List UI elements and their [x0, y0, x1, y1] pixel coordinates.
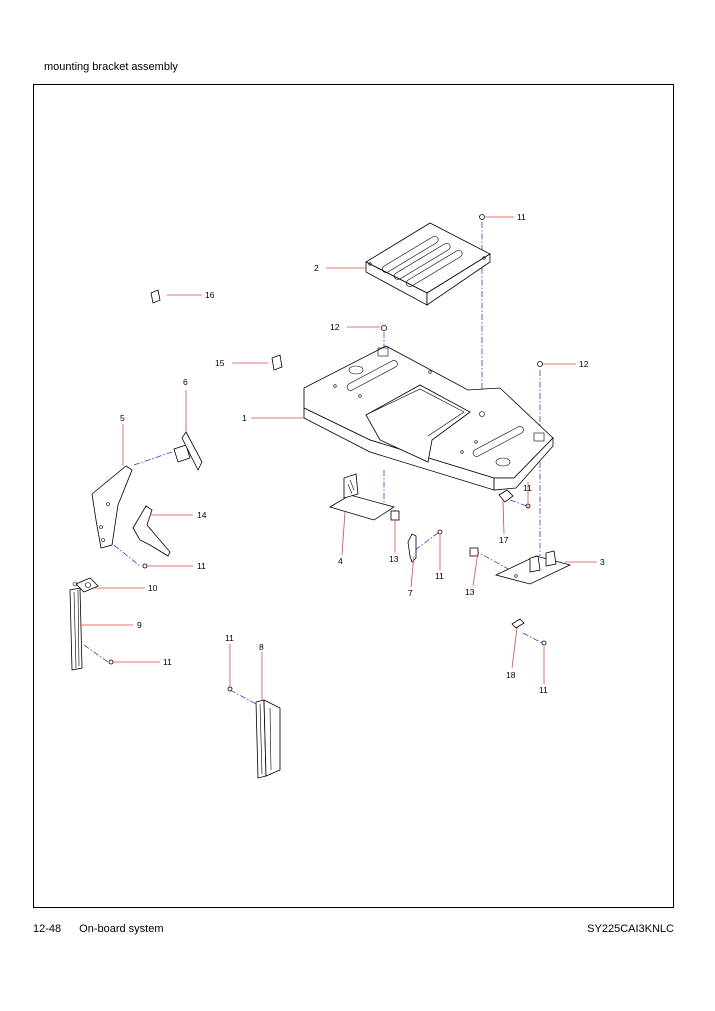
callout-16: 16	[205, 290, 215, 300]
callout-9: 9	[137, 620, 142, 630]
part-8-rail	[255, 699, 281, 779]
callout-11: 11	[163, 657, 172, 667]
callout-5: 5	[120, 413, 125, 423]
callout-11: 11	[539, 685, 548, 695]
part-1-main-bracket	[303, 345, 554, 491]
part-4-bracket	[329, 473, 395, 521]
callout-7: 7	[408, 588, 413, 598]
callout-11: 11	[435, 571, 444, 581]
callout-12: 12	[330, 322, 340, 332]
page-number: 12-48	[33, 923, 62, 935]
callout-10: 10	[148, 583, 158, 593]
small-parts	[150, 289, 525, 629]
page-title: mounting bracket assembly	[44, 61, 178, 73]
callout-15: 15	[215, 358, 225, 368]
callout-17: 17	[499, 535, 509, 545]
model-number: SY225CAI3KNLC	[587, 923, 674, 935]
callout-11: 11	[225, 633, 234, 643]
callout-2: 2	[314, 263, 319, 273]
callout-11: 11	[517, 212, 526, 222]
callout-3: 3	[600, 557, 605, 567]
callout-numbers: 11 2 16 12 15 12 6 1 5 14 17 11 4 13 11 …	[120, 212, 605, 695]
callout-4: 4	[338, 556, 343, 566]
part-10-clamp	[72, 577, 99, 593]
part-9-rail	[69, 587, 83, 671]
callout-11: 11	[523, 483, 532, 493]
diagram-frame	[33, 84, 674, 908]
part-14-plate	[132, 505, 171, 557]
callout-6: 6	[183, 377, 188, 387]
callout-8: 8	[259, 642, 264, 652]
section-name: On-board system	[79, 923, 164, 935]
callout-18: 18	[506, 670, 516, 680]
callout-1: 1	[242, 413, 247, 423]
callout-11: 11	[197, 561, 206, 571]
callout-13: 13	[389, 554, 399, 564]
part-5-plate	[91, 465, 133, 549]
part-2-cover-plate	[365, 222, 491, 306]
fasteners	[108, 214, 547, 692]
part-3-bracket	[494, 550, 572, 585]
leader-lines	[80, 216, 597, 700]
part-6-swivel-mount	[173, 431, 203, 471]
callout-13: 13	[465, 587, 475, 597]
part-7-strap	[407, 533, 417, 563]
callout-12: 12	[579, 359, 589, 369]
callout-14: 14	[197, 510, 207, 520]
footer-left: 12-48 On-board system	[33, 923, 164, 935]
